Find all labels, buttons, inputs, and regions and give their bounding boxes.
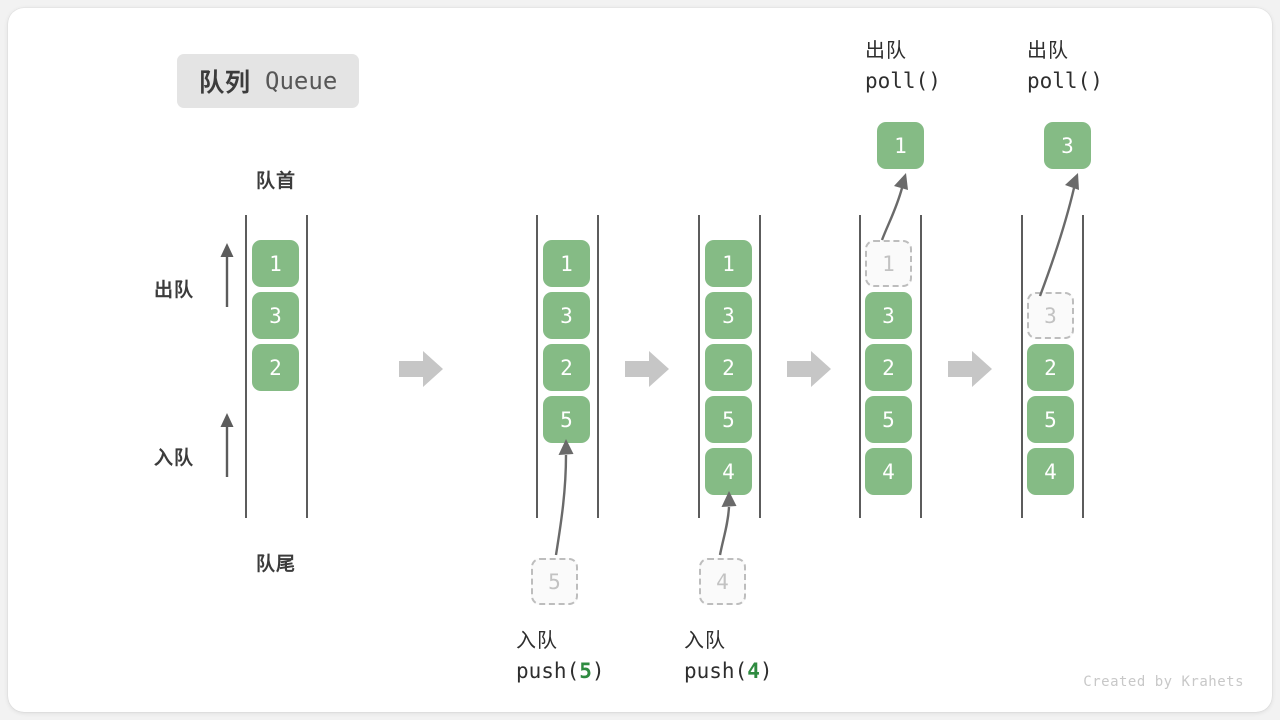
queue-cell: 3: [543, 292, 590, 339]
dequeue-label: 出队: [154, 280, 195, 301]
title-english: Queue: [265, 67, 338, 95]
queue-cell: 2: [543, 344, 590, 391]
operation-label-push-4: 入队 push(4): [684, 630, 773, 683]
queue-cell: 3: [865, 292, 912, 339]
queue-cell: 1: [543, 240, 590, 287]
operation-label-poll-1: 出队 poll(): [865, 40, 941, 93]
rail-left: [245, 215, 247, 518]
rear-label: 队尾: [255, 554, 296, 575]
step-arrow-icon: [625, 351, 669, 387]
rail-right: [1082, 215, 1084, 518]
queue-cell: 5: [865, 396, 912, 443]
pending-enqueue-cell: 4: [699, 558, 746, 605]
enqueue-label: 入队: [154, 448, 195, 469]
front-label: 队首: [255, 171, 296, 192]
diagram-card: 队列 Queue 队首 队尾 出队 入队 1 3 2: [8, 8, 1272, 712]
queue-cell: 3: [705, 292, 752, 339]
popped-cell: 1: [877, 122, 924, 169]
queue-cell: 5: [705, 396, 752, 443]
step-arrow-icon: [948, 351, 992, 387]
dequeue-direction-arrow: [220, 243, 234, 307]
queue-cell: 1: [252, 240, 299, 287]
rail-left: [536, 215, 538, 518]
title-badge: 队列 Queue: [177, 54, 360, 108]
rail-left: [1021, 215, 1023, 518]
enqueue-motion-arrow: [554, 439, 574, 556]
credit-text: Created by Krahets: [1083, 674, 1244, 690]
queue-cell: 2: [1027, 344, 1074, 391]
queue-cell-new: 4: [705, 448, 752, 495]
step-arrow-icon: [787, 351, 831, 387]
enqueue-motion-arrow: [718, 491, 737, 556]
rail-left: [698, 215, 700, 518]
operation-label-poll-3: 出队 poll(): [1027, 40, 1103, 93]
queue-cell: 4: [865, 448, 912, 495]
queue-cell: 5: [1027, 396, 1074, 443]
queue-cell: 1: [705, 240, 752, 287]
queue-cell: 4: [1027, 448, 1074, 495]
rail-left: [859, 215, 861, 518]
dequeue-motion-arrow: [1038, 173, 1079, 297]
rail-right: [306, 215, 308, 518]
rail-right: [920, 215, 922, 518]
rail-right: [597, 215, 599, 518]
enqueue-direction-arrow: [220, 413, 234, 477]
title-chinese: 队列: [199, 69, 252, 97]
pending-enqueue-cell: 5: [531, 558, 578, 605]
queue-cell: 2: [865, 344, 912, 391]
rail-right: [759, 215, 761, 518]
removed-cell: 3: [1027, 292, 1074, 339]
operation-label-push-5: 入队 push(5): [516, 630, 605, 683]
removed-cell: 1: [865, 240, 912, 287]
step-arrow-icon: [399, 351, 443, 387]
queue-cell-new: 5: [543, 396, 590, 443]
queue-cell: 2: [252, 344, 299, 391]
queue-cell: 2: [705, 344, 752, 391]
queue-cell: 3: [252, 292, 299, 339]
popped-cell: 3: [1044, 122, 1091, 169]
